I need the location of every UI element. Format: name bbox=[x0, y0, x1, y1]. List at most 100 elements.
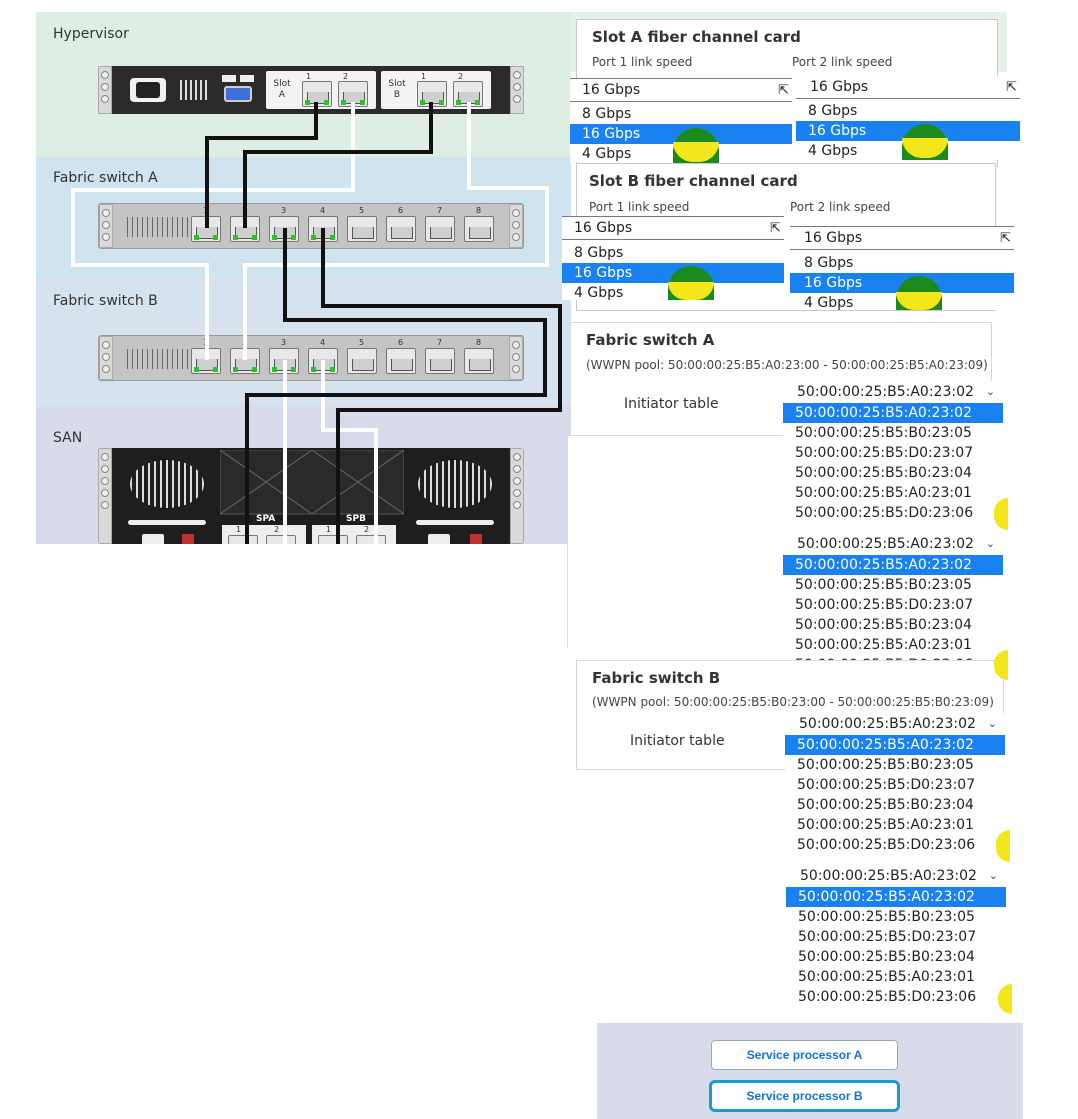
mouse-cursor-icon: ⇱ bbox=[770, 221, 781, 236]
wwpn-option[interactable]: 50:00:00:25:B5:D0:23:06 bbox=[797, 837, 976, 853]
wwpn-option[interactable]: 50:00:00:25:B5:A0:23:02 bbox=[786, 887, 1006, 907]
vent-grille-icon bbox=[127, 349, 189, 369]
slot-a-port1-current[interactable]: 16 Gbps bbox=[570, 78, 792, 102]
fabric-b-select1-value: 50:00:00:25:B5:A0:23:02 bbox=[799, 716, 976, 732]
switch-b-port-3[interactable] bbox=[269, 348, 299, 374]
slot-a-label: Slot A bbox=[273, 79, 291, 100]
switch-a-port-2[interactable] bbox=[230, 216, 260, 242]
wwpn-option[interactable]: 50:00:00:25:B5:D0:23:07 bbox=[795, 597, 974, 613]
fabric-a-initiator-select-2[interactable]: 50:00:00:25:B5:A0:23:02⌄ 50:00:00:25:B5:… bbox=[783, 533, 1003, 675]
service-processor-b-button[interactable]: Service processor B bbox=[709, 1080, 900, 1112]
switch-a-port-6[interactable] bbox=[386, 216, 416, 242]
slot-a-port1-speed-select[interactable]: 16 Gbps 8 Gbps 16 Gbps 4 Gbps ⇱ bbox=[570, 78, 792, 164]
slot-b-port-1[interactable] bbox=[417, 81, 447, 107]
slot-b-port2-current[interactable]: 16 Gbps bbox=[790, 226, 1014, 250]
switch-b-port-7-num: 7 bbox=[437, 338, 443, 347]
spb-module[interactable]: 1 2 bbox=[312, 525, 396, 544]
wwpn-option[interactable]: 50:00:00:25:B5:A0:23:01 bbox=[797, 817, 974, 833]
fabric-b-initiator-select-1[interactable]: 50:00:00:25:B5:A0:23:02⌄ 50:00:00:25:B5:… bbox=[785, 713, 1005, 855]
wwpn-option[interactable]: 50:00:00:25:B5:D0:23:06 bbox=[795, 505, 974, 521]
switch-a-port-8[interactable] bbox=[464, 216, 494, 242]
slot-a-port-1[interactable] bbox=[302, 81, 332, 107]
spa-port-1[interactable] bbox=[228, 535, 258, 544]
slot-a-port1-opt-4[interactable]: 4 Gbps bbox=[582, 146, 632, 162]
switch-b-port-4[interactable] bbox=[308, 348, 338, 374]
fabric-b-wwpn-pool: (WWPN pool: 50:00:00:25:B5:B0:23:00 - 50… bbox=[592, 695, 994, 709]
fabric-a-select2-current[interactable]: 50:00:00:25:B5:A0:23:02⌄ bbox=[783, 533, 1003, 555]
switch-b-port-8-num: 8 bbox=[476, 338, 482, 347]
wwpn-option[interactable]: 50:00:00:25:B5:D0:23:07 bbox=[798, 929, 977, 945]
slot-b-port1-current[interactable]: 16 Gbps bbox=[562, 216, 784, 240]
spa-port-2[interactable] bbox=[266, 535, 296, 544]
fabric-a-select1-current[interactable]: 50:00:00:25:B5:A0:23:02⌄ bbox=[783, 381, 1003, 403]
service-processor-a-button[interactable]: Service processor A bbox=[711, 1040, 898, 1070]
spb-port-1[interactable] bbox=[318, 535, 348, 544]
switch-a-port-3-num: 3 bbox=[281, 206, 287, 215]
switch-b-port-1[interactable] bbox=[191, 348, 221, 374]
slot-b-port1-opt-4[interactable]: 4 Gbps bbox=[574, 285, 624, 301]
wwpn-option[interactable]: 50:00:00:25:B5:B0:23:05 bbox=[798, 909, 975, 925]
switch-a-port-3[interactable] bbox=[269, 216, 299, 242]
wwpn-option[interactable]: 50:00:00:25:B5:D0:23:07 bbox=[797, 777, 976, 793]
slot-b-card[interactable]: Slot B 1 2 bbox=[381, 71, 491, 109]
wwpn-option[interactable]: 50:00:00:25:B5:A0:23:02 bbox=[785, 735, 1005, 755]
slot-a-port-2[interactable] bbox=[338, 81, 368, 107]
wwpn-option[interactable]: 50:00:00:25:B5:A0:23:02 bbox=[783, 403, 1003, 423]
slot-b-port2-speed-select[interactable]: 16 Gbps 8 Gbps 16 Gbps 4 Gbps ⇱ bbox=[790, 226, 1014, 311]
slot-a-port2-speed-select[interactable]: 16 Gbps 8 Gbps 16 Gbps 4 Gbps ⇱ bbox=[796, 76, 1020, 160]
switch-a-port-1[interactable] bbox=[191, 216, 221, 242]
spb-port-2[interactable] bbox=[356, 535, 386, 544]
slot-b-port1-opt-8[interactable]: 8 Gbps bbox=[574, 245, 624, 261]
mouse-cursor-icon: ⇱ bbox=[778, 83, 789, 98]
wwpn-option[interactable]: 50:00:00:25:B5:D0:23:07 bbox=[795, 445, 974, 461]
yellow-indicator bbox=[896, 292, 942, 310]
slot-b-port2-opt-8[interactable]: 8 Gbps bbox=[804, 255, 854, 271]
switch-b-port-3-num: 3 bbox=[281, 338, 287, 347]
slot-b-port1-speed-select[interactable]: 16 Gbps 8 Gbps 16 Gbps 4 Gbps ⇱ bbox=[562, 216, 784, 301]
slot-b-port-2[interactable] bbox=[453, 81, 483, 107]
wwpn-option[interactable]: 50:00:00:25:B5:A0:23:02 bbox=[783, 555, 1003, 575]
wwpn-option[interactable]: 50:00:00:25:B5:B0:23:05 bbox=[795, 577, 972, 593]
switch-a-port-4[interactable] bbox=[308, 216, 338, 242]
san-label: SAN bbox=[53, 430, 83, 446]
fan-grille-icon-2 bbox=[418, 460, 492, 508]
switch-b-port-2[interactable] bbox=[230, 348, 260, 374]
yellow-indicator bbox=[673, 142, 719, 162]
switch-a-port-7[interactable] bbox=[425, 216, 455, 242]
slot-a-card[interactable]: Slot A 1 2 bbox=[266, 71, 376, 109]
switch-b-port-5[interactable] bbox=[347, 348, 377, 374]
wwpn-option[interactable]: 50:00:00:25:B5:B0:23:04 bbox=[797, 797, 974, 813]
slot-a-port2-opt-4[interactable]: 4 Gbps bbox=[808, 143, 858, 159]
slot-a-port2-opt-8[interactable]: 8 Gbps bbox=[808, 103, 858, 119]
wwpn-option[interactable]: 50:00:00:25:B5:A0:23:01 bbox=[795, 637, 972, 653]
wwpn-option[interactable]: 50:00:00:25:B5:B0:23:05 bbox=[795, 425, 972, 441]
wwpn-option[interactable]: 50:00:00:25:B5:D0:23:06 bbox=[798, 989, 977, 1005]
wwpn-option[interactable]: 50:00:00:25:B5:B0:23:04 bbox=[795, 465, 972, 481]
fabric-b-initiator-select-2[interactable]: 50:00:00:25:B5:A0:23:02⌄ 50:00:00:25:B5:… bbox=[786, 865, 1006, 1007]
slot-a-port2-current[interactable]: 16 Gbps bbox=[796, 76, 1020, 99]
slot-b-port2-opt-4[interactable]: 4 Gbps bbox=[804, 295, 854, 311]
wwpn-option[interactable]: 50:00:00:25:B5:B0:23:04 bbox=[798, 949, 975, 965]
switch-a-port-4-num: 4 bbox=[320, 206, 326, 215]
wwpn-option[interactable]: 50:00:00:25:B5:B0:23:05 bbox=[797, 757, 974, 773]
fabric-b-select2-value: 50:00:00:25:B5:A0:23:02 bbox=[800, 868, 977, 884]
switch-a-port-1-num: 1 bbox=[203, 206, 209, 215]
fabric-b-select2-current[interactable]: 50:00:00:25:B5:A0:23:02⌄ bbox=[786, 865, 1006, 887]
yellow-indicator bbox=[902, 138, 948, 158]
wwpn-option[interactable]: 50:00:00:25:B5:B0:23:04 bbox=[795, 617, 972, 633]
switch-b-port-7[interactable] bbox=[425, 348, 455, 374]
fabric-b-select1-current[interactable]: 50:00:00:25:B5:A0:23:02⌄ bbox=[785, 713, 1005, 735]
switch-a-port-5[interactable] bbox=[347, 216, 377, 242]
switch-b-port-1-num: 1 bbox=[203, 338, 209, 347]
fabric-b-initiator-label: Initiator table bbox=[630, 733, 725, 749]
yellow-indicator bbox=[668, 282, 714, 300]
wwpn-option[interactable]: 50:00:00:25:B5:A0:23:01 bbox=[795, 485, 972, 501]
slot-b-port2-num: 2 bbox=[458, 72, 464, 81]
switch-b-port-6[interactable] bbox=[386, 348, 416, 374]
spa-module[interactable]: 1 2 bbox=[222, 525, 306, 544]
switch-b-port-8[interactable] bbox=[464, 348, 494, 374]
fabric-a-initiator-select-1[interactable]: 50:00:00:25:B5:A0:23:02⌄ 50:00:00:25:B5:… bbox=[783, 381, 1003, 523]
slot-a-port1-opt-8[interactable]: 8 Gbps bbox=[582, 106, 632, 122]
fabric-a-select2-value: 50:00:00:25:B5:A0:23:02 bbox=[797, 536, 974, 552]
wwpn-option[interactable]: 50:00:00:25:B5:A0:23:01 bbox=[798, 969, 975, 985]
